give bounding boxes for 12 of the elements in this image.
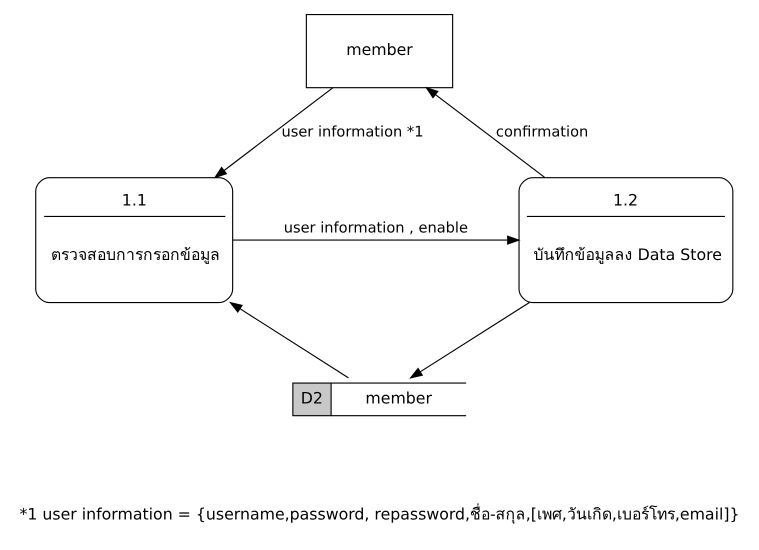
edge-label: confirmation [496,123,588,140]
arrow [214,87,334,178]
arrow [425,86,546,178]
edge-label: user information , enable [284,220,468,237]
node-box: member [306,14,454,88]
arrow [232,235,521,245]
arrow [229,302,349,378]
label: *1 user information = {username,password, repassword,ชื่อ-สกุล,[เพศ,วันเกิด,เบอร์โทร,email]} [20,504,740,524]
node-box: 1.2 บันทึกข้อมูลลง Data Store [518,177,734,304]
arrow [409,302,530,379]
node-box: 1.1 ตรวจสอบการกรอกข้อมูล [35,177,234,304]
edge-label: user information *1 [281,123,424,140]
